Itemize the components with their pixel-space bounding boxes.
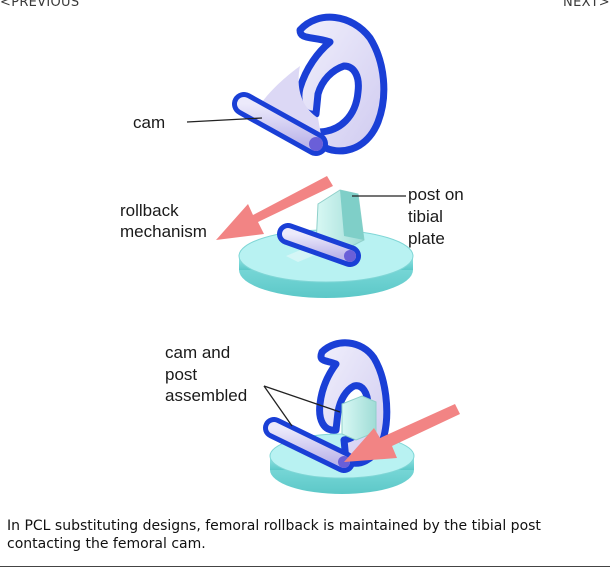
cam-bar-end [309, 137, 323, 151]
post-label-2: tibial [408, 207, 443, 226]
post-label-3: plate [408, 229, 445, 248]
femoral-cam-top: cam [133, 17, 384, 151]
bottom-divider [0, 566, 610, 567]
assembly-bottom: cam and post assembled [165, 343, 460, 494]
assembled-label-2: post [165, 365, 197, 384]
rollback-label-2: mechanism [120, 222, 207, 241]
pcl-diagram: cam rollback mechanism post on tibial pl… [0, 0, 610, 510]
tibial-plate-middle: rollback mechanism post on tibial plate [120, 176, 464, 298]
assembled-label-1: cam and [165, 343, 230, 362]
cam-label: cam [133, 113, 165, 132]
post-label-1: post on [408, 185, 464, 204]
assembled-label-3: assembled [165, 386, 247, 405]
figure-caption: In PCL substituting designs, femoral rol… [7, 517, 605, 553]
rollback-label-1: rollback [120, 201, 179, 220]
